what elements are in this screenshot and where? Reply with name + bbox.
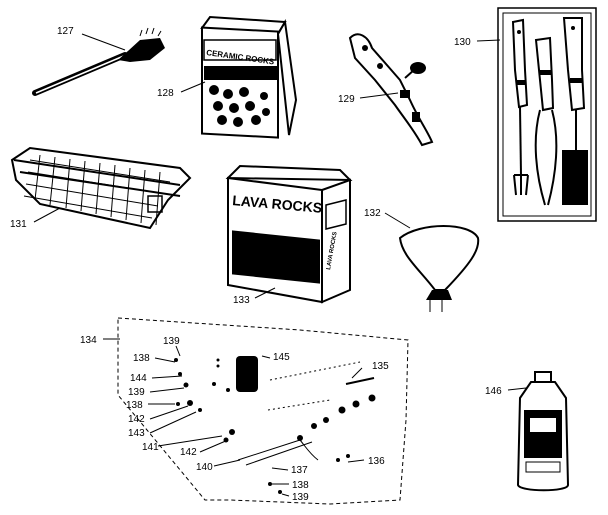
barbecue-tool-set-illustration (497, 7, 597, 222)
label-142-right: 142 (180, 447, 197, 458)
label-137: 137 (291, 465, 308, 476)
warming-rack-illustration (10, 146, 192, 230)
label-140: 140 (196, 462, 213, 473)
label-139-bottom: 139 (292, 492, 309, 503)
grill-cover-illustration (398, 225, 480, 312)
ceramic-rocks-box-illustration: CERAMIC ROCKS (200, 15, 298, 139)
label-135: 135 (372, 361, 389, 372)
lava-rocks-box-illustration: LAVA ROCKS LAVA ROCKS (225, 164, 353, 304)
label-134: 134 (80, 335, 97, 346)
label-139-mid: 139 (128, 387, 145, 398)
grate-lifter-illustration (348, 33, 434, 147)
label-129: 129 (338, 94, 355, 105)
bottle-illustration (516, 371, 570, 492)
label-144: 144 (130, 373, 147, 384)
label-128: 128 (157, 88, 174, 99)
label-133: 133 (233, 295, 250, 306)
label-138-mid: 138 (126, 400, 143, 411)
lava-rocks-box-text: LAVA ROCKS (232, 192, 323, 216)
label-139-top: 139 (163, 336, 180, 347)
label-142-left: 142 (128, 414, 145, 425)
label-146: 146 (485, 386, 502, 397)
parts-kit-region (103, 317, 409, 505)
label-130: 130 (454, 37, 471, 48)
kit-small-parts (174, 356, 376, 494)
label-145: 145 (273, 352, 290, 363)
label-138-bottom: 138 (292, 480, 309, 491)
label-132: 132 (364, 208, 381, 219)
label-143: 143 (128, 428, 145, 439)
label-136: 136 (368, 456, 385, 467)
label-131: 131 (10, 219, 27, 230)
label-141: 141 (142, 442, 159, 453)
label-138-top: 138 (133, 353, 150, 364)
label-127: 127 (57, 26, 74, 37)
grill-brush-illustration (32, 27, 165, 96)
